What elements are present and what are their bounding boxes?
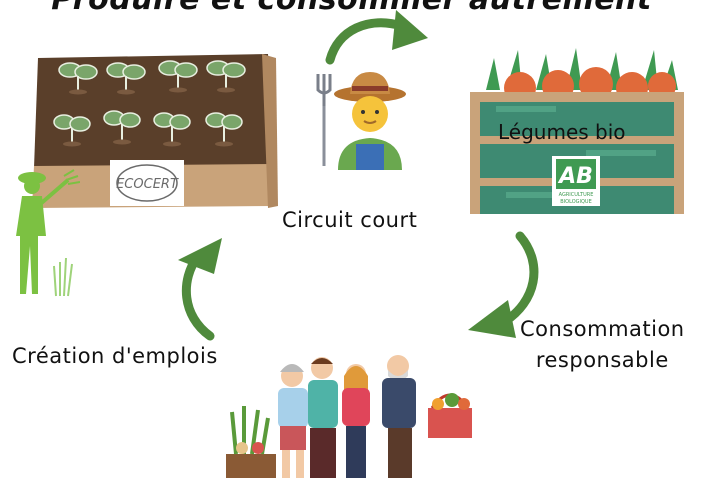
arrow-left xyxy=(178,238,222,341)
seed-bed-illustration: ECOCERT xyxy=(32,54,278,208)
ab-letters: AB xyxy=(557,164,593,189)
diagram-title: Produire et consommer autrement xyxy=(0,0,703,17)
ab-line2: BIOLOGIQUE xyxy=(560,199,592,205)
ecocert-text: ECOCERT xyxy=(116,177,179,192)
label-creation-emplois: Création d'emplois xyxy=(12,344,218,368)
ab-line1: AGRICULTURE xyxy=(559,192,594,198)
label-consommation-responsable: Consommation responsable xyxy=(520,314,685,376)
label-consommation-line2: responsable xyxy=(535,348,669,372)
label-circuit-court: Circuit court xyxy=(282,208,418,232)
vegetable-crate: AB AGRICULTURE BIOLOGIQUE xyxy=(470,48,684,214)
ecocert-logo xyxy=(110,160,184,206)
arrow-top xyxy=(325,10,428,65)
family-illustration xyxy=(226,355,472,478)
arrow-right xyxy=(468,231,539,338)
label-legumes-bio: Légumes bio xyxy=(498,120,626,144)
farmer-illustration xyxy=(316,72,406,170)
label-consommation-line1: Consommation xyxy=(520,317,685,341)
gardener-figure xyxy=(16,169,80,297)
